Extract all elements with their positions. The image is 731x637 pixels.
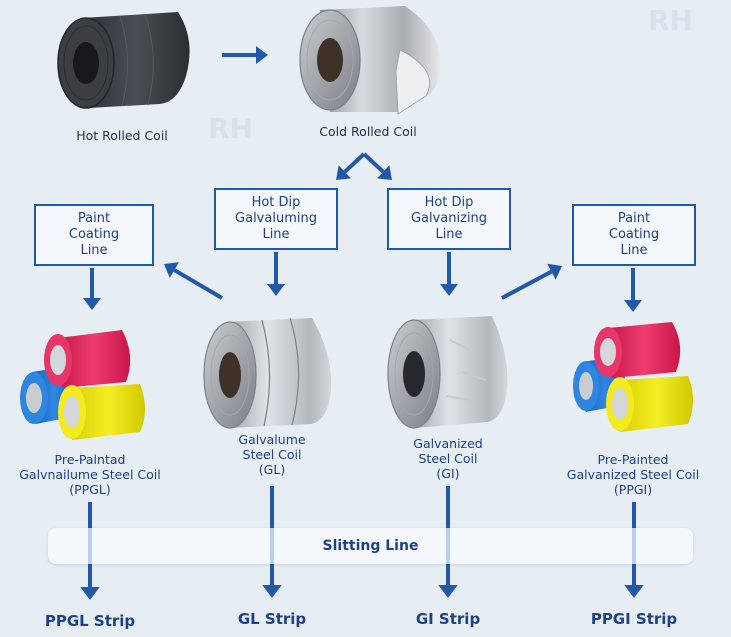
box-line: Line [620, 243, 648, 258]
gi-strip-label: GI Strip [415, 610, 481, 628]
arrow-ppgi-to-strip-head [624, 585, 644, 598]
arrow-cold-to-galvaluming-shaft [343, 152, 366, 174]
box-line: Galvanizing [410, 211, 488, 226]
box-line: Paint [77, 211, 111, 226]
arrow-gl-to-paint-left-head [164, 262, 179, 278]
arrow-galvaluming-to-gl-head [267, 284, 285, 296]
arrow-gl-to-paint-left-shaft [173, 268, 224, 300]
galvanized-label: Galvanized Steel Coil (GI) [413, 436, 482, 481]
box-line: Galvaluming [235, 211, 317, 226]
box-line: Line [80, 243, 108, 258]
arrow-gi-to-paint-right-shaft [501, 269, 553, 300]
cold-rolled-coil-image [299, 6, 440, 115]
hot-dip-galvaluming-line-box: Hot Dip Galvaluming Line [214, 188, 338, 250]
paint-coating-line-left-box: Paint Coating Line [34, 204, 154, 266]
arrow-paint-left-to-ppgl-head [83, 298, 101, 310]
arrow-gi-to-paint-right-head [547, 263, 562, 280]
label-line: Galvanized [413, 436, 483, 451]
arrow-cold-to-galvanizing-head [377, 165, 392, 180]
hot-dip-galvanizing-line-box: Hot Dip Galvanizing Line [387, 188, 511, 250]
ppgi-strip-label: PPGI Strip [590, 610, 678, 628]
cold-rolled-coil-label: Cold Rolled Coil [319, 124, 417, 139]
ppgl-colored-coils-image [20, 330, 145, 440]
arrow-cold-to-galvaluming-head [336, 165, 351, 180]
arrow-gl-to-strip-head [262, 585, 282, 598]
arrow-hot-to-cold-head [256, 46, 268, 64]
label-line: Steel Coil [418, 451, 478, 466]
watermark: RH [208, 112, 253, 145]
watermark: RH [648, 4, 693, 37]
arrow-ppgl-to-strip-head [80, 587, 100, 600]
label-line: (PPGL) [69, 482, 111, 497]
ppgl-label: Pre-Palntad Galvnailume Steel Coil (PPGL… [19, 452, 161, 497]
box-line: Paint [617, 211, 651, 226]
arrow-galvanizing-to-gi-head [440, 284, 458, 296]
ppgl-strip-label: PPGL Strip [44, 612, 136, 630]
arrow-paint-right-to-ppgi-head [624, 300, 642, 312]
ppgi-label: Pre-Painted Galvanized Steel Coil (PPGI) [567, 452, 699, 497]
label-line: Pre-Palntad [54, 452, 126, 467]
label-line: Pre-Painted [597, 452, 669, 467]
gl-strip-label: GL Strip [237, 610, 307, 628]
label-line: (GI) [436, 466, 460, 481]
ppgi-colored-coils-image [573, 322, 693, 432]
arrow-gi-to-strip-head [438, 585, 458, 598]
galvalume-coil-image [203, 317, 332, 429]
box-line: Line [435, 227, 463, 242]
label-line: Steel Coil [242, 447, 302, 462]
galvalume-label: Galvalume Steel Coil (GL) [238, 432, 305, 477]
galvanized-coil-image [387, 316, 508, 429]
box-line: Hot Dip [251, 195, 301, 210]
arrow-cold-to-galvanizing-shaft [362, 152, 385, 174]
box-line: Hot Dip [424, 195, 474, 210]
box-line: Coating [608, 227, 660, 242]
label-line: Galvnailume Steel Coil [19, 467, 161, 482]
slitting-line-bar: Slitting Line [48, 528, 693, 564]
hot-rolled-coil-image [57, 12, 190, 109]
label-line: Galvalume [238, 432, 306, 447]
label-line: (GL) [258, 462, 286, 477]
paint-coating-line-right-box: Paint Coating Line [572, 204, 696, 266]
box-line: Coating [68, 227, 120, 242]
box-line: Line [262, 227, 290, 242]
hot-rolled-coil-label: Hot Rolled Coil [76, 128, 168, 143]
label-line: (PPGI) [613, 482, 653, 497]
label-line: Galvanized Steel Coil [566, 467, 700, 482]
